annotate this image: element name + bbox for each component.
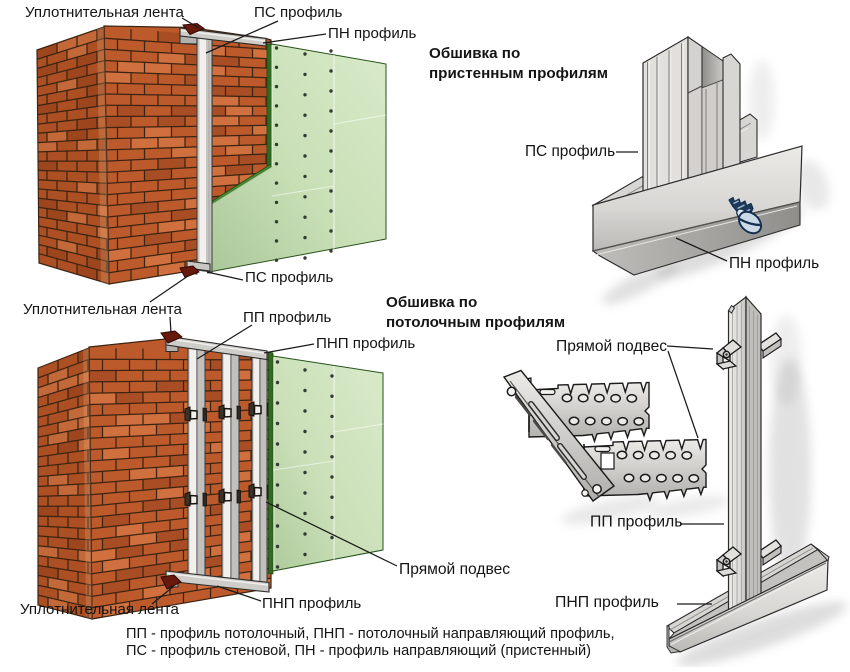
svg-text:Обшивка по: Обшивка по — [386, 294, 477, 311]
svg-text:Уплотнительная лента: Уплотнительная лента — [20, 601, 179, 618]
svg-text:ПС профиль: ПС профиль — [525, 143, 615, 160]
svg-text:ПП - профиль потолочный, ПНП -: ПП - профиль потолочный, ПНП - потолочны… — [126, 626, 615, 642]
svg-text:Прямой подвес: Прямой подвес — [556, 338, 667, 355]
svg-text:Прямой подвес: Прямой подвес — [399, 561, 510, 578]
svg-text:ПН профиль: ПН профиль — [328, 25, 417, 42]
svg-text:Уплотнительная лента: Уплотнительная лента — [23, 301, 182, 318]
svg-text:ПС профиль: ПС профиль — [254, 4, 343, 21]
svg-text:ПП профиль: ПП профиль — [590, 514, 683, 531]
svg-text:ПНП профиль: ПНП профиль — [555, 594, 659, 611]
svg-text:ПН профиль: ПН профиль — [729, 255, 819, 272]
svg-text:ПС профиль: ПС профиль — [245, 269, 334, 286]
svg-text:ПП профиль: ПП профиль — [243, 309, 332, 326]
svg-text:ПС - профиль стеновой, ПН - пр: ПС - профиль стеновой, ПН - профиль напр… — [126, 643, 591, 659]
svg-text:потолочным профилям: потолочным профилям — [386, 314, 565, 331]
svg-text:ПНП профиль: ПНП профиль — [262, 595, 361, 612]
svg-text:пристенным профилям: пристенным профилям — [429, 65, 608, 82]
svg-text:ПНП профиль: ПНП профиль — [316, 335, 415, 352]
svg-text:Обшивка по: Обшивка по — [429, 45, 520, 62]
svg-text:Уплотнительная лента: Уплотнительная лента — [25, 4, 184, 21]
